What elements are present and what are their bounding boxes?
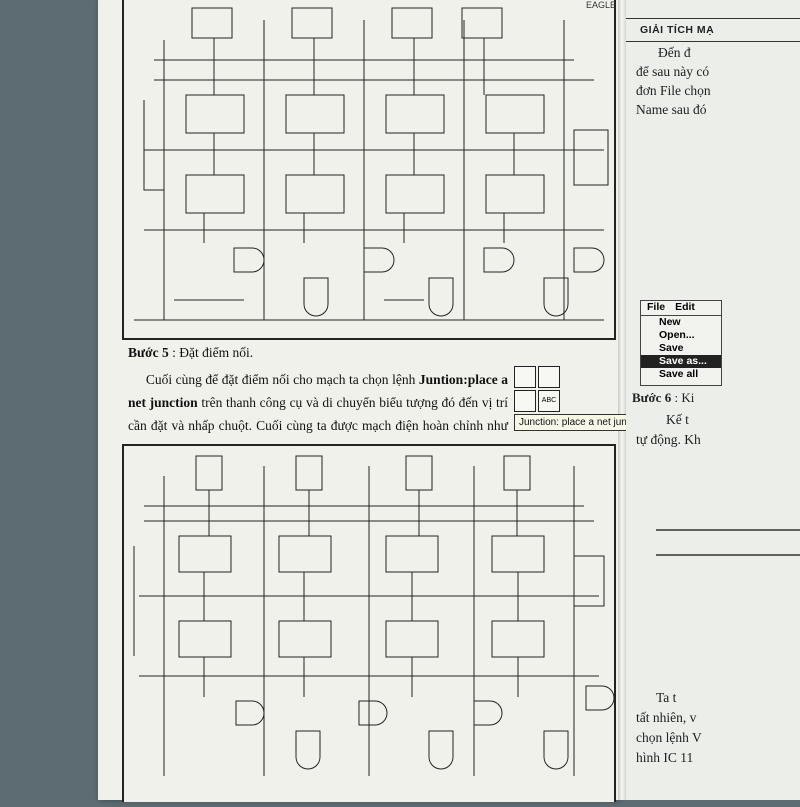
right-line-7: Ta t <box>656 690 677 705</box>
junction-tooltip: Junction: place a net junction <box>514 414 653 431</box>
schematic-diagram-top <box>122 0 616 340</box>
schematic-bottom-drawing <box>133 455 615 776</box>
right-line-2: để sau này có <box>636 64 710 79</box>
file-menu: File Edit New Open... Save Save as... Sa… <box>640 300 722 386</box>
menu-item-save-all[interactable]: Save all <box>659 368 699 380</box>
schematic-top-drawing <box>134 7 609 321</box>
step-6-heading: Bước 6 : Ki <box>632 390 694 406</box>
junction-tool-icon <box>514 390 536 412</box>
right-line-9: chọn lệnh V <box>636 730 702 745</box>
bus-tool-icon <box>538 366 560 388</box>
right-line-1: Đến đ <box>658 45 691 60</box>
right-page: GIẢI TÍCH MẠ Đến đ để sau này có đơn Fil… <box>626 0 800 800</box>
right-page-diagram-lines <box>656 529 800 556</box>
right-line-4: Name sau đó <box>636 102 707 117</box>
right-line-6: tự động. Kh <box>636 432 701 447</box>
step-5-text: : Đặt điểm nối. <box>168 345 254 360</box>
seven-seg-row-top <box>191 7 503 39</box>
step-6-text: : Ki <box>671 390 695 405</box>
menu-bar: File Edit <box>641 301 721 316</box>
book-spine <box>618 0 626 800</box>
junction-command: Juntion:place a net junction <box>128 372 508 410</box>
right-line-10: hình IC 11 <box>636 750 694 765</box>
step-5-heading: Bước 5 : Đặt điểm nối. <box>128 345 253 361</box>
right-line-8: tất nhiên, v <box>636 710 697 725</box>
label-tool-icon: ABC <box>538 390 560 412</box>
para-intro: Cuối cùng để đặt điểm nối cho mạch ta ch… <box>145 372 419 387</box>
wire-tool-icon <box>514 366 536 388</box>
menu-item-save[interactable]: Save <box>659 342 684 354</box>
menu-file[interactable]: File <box>647 301 666 313</box>
menu-item-save-as[interactable]: Save as... <box>641 355 721 368</box>
right-page-header: GIẢI TÍCH MẠ <box>626 18 800 42</box>
right-line-5: Kế t <box>666 412 689 427</box>
menu-item-open[interactable]: Open... <box>659 329 695 341</box>
toolbar-snippet: ABC Junction: place a net junction <box>510 362 653 438</box>
step-6-label: Bước 6 <box>632 390 672 405</box>
top-strip-label: EAGLE <box>585 0 616 10</box>
menu-edit[interactable]: Edit <box>675 301 695 313</box>
right-line-3: đơn File chọn <box>636 83 711 98</box>
schematic-diagram-bottom <box>122 444 616 802</box>
step-5-label: Bước 5 <box>128 345 169 360</box>
menu-item-new[interactable]: New <box>659 316 681 328</box>
